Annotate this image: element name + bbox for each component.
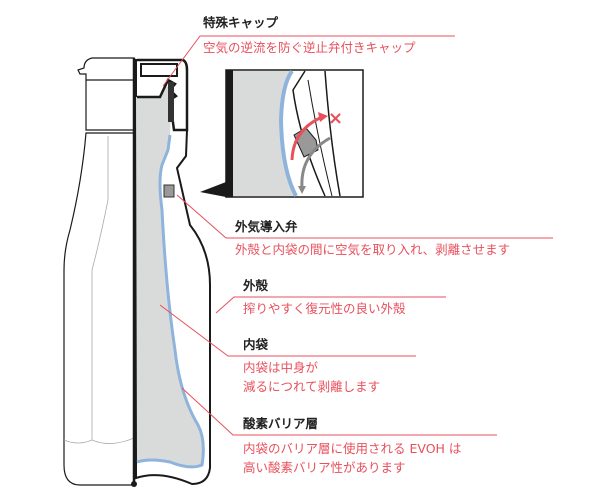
- label-barrier-desc-2: 高い酸素バリア性があります: [243, 460, 406, 475]
- blocked-x-mark: ×: [328, 108, 343, 129]
- label-air-valve-title: 外気導入弁: [235, 219, 298, 234]
- label-special-cap-desc: 空気の逆流を防ぐ逆止弁付きキャップ: [203, 40, 416, 55]
- label-inner-bag-title: 内袋: [243, 337, 269, 352]
- label-barrier-desc-1: 内袋のバリア層に使用される EVOH は: [243, 441, 462, 456]
- label-outer-shell-desc: 搾りやすく復元性の良い外殻: [243, 301, 406, 316]
- bottle-cutaway: [131, 58, 211, 487]
- air-valve: [163, 184, 175, 198]
- inner-bag-line: [136, 134, 205, 469]
- label-outer-shell-title: 外殻: [243, 278, 269, 293]
- label-air-valve-desc: 外殻と内袋の間に空気を取り入れ、剥離させます: [235, 242, 511, 257]
- label-barrier-title: 酸素バリア層: [243, 416, 319, 431]
- content-fill: [136, 85, 204, 467]
- label-inner-bag-desc-2: 減るにつれて剥離します: [243, 379, 381, 394]
- label-special-cap-title: 特殊キャップ: [203, 15, 279, 30]
- valve-inset: [200, 69, 364, 198]
- label-inner-bag-desc-1: 内袋は中身が: [243, 360, 319, 375]
- leader-lines: [159, 35, 553, 436]
- bottle-exterior: [63, 57, 135, 486]
